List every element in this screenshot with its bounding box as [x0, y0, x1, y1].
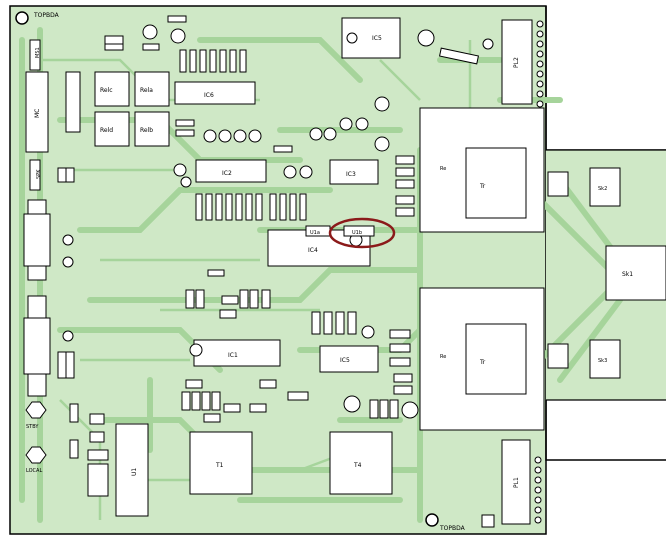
caps-middle [173, 96, 419, 419]
top-label: TOPBDA [33, 12, 60, 19]
pl1-connector [501, 439, 531, 525]
highlight-circle [328, 217, 396, 249]
rel-c-label: Relc [100, 87, 113, 94]
bottom-label: TOPBDA [439, 525, 466, 532]
ms-connector [65, 71, 81, 133]
stby-label: STBY [26, 424, 39, 430]
cap-top-2 [482, 38, 494, 50]
sk2-label: Sk2 [598, 186, 607, 192]
jack-r-post [23, 213, 51, 267]
rel-b-label: Relb [140, 127, 153, 134]
jack-l-post [23, 317, 51, 375]
pl1-pins [534, 456, 542, 524]
resistor-array-top [179, 49, 247, 73]
jack-right-bottom-plug [547, 343, 569, 369]
rel-a-label: Rela [140, 87, 153, 94]
mc-connector [25, 71, 49, 153]
left-small-parts [57, 167, 109, 497]
transformer-top-core [465, 147, 527, 219]
ic6 [174, 81, 256, 105]
transformer-bottom-core [465, 323, 527, 395]
ic3 [329, 159, 379, 185]
re-top-label: Re [440, 166, 446, 172]
pl1-label: PL1 [513, 477, 520, 488]
pad-2 [62, 256, 74, 268]
mc-label: MC [34, 109, 41, 118]
spkr-component [29, 159, 41, 191]
rel-d-label: Reld [100, 127, 113, 134]
pad-3 [62, 330, 74, 342]
jack-right-top [589, 167, 621, 207]
u1b-label: U1b [352, 230, 362, 236]
ic3-label: IC3 [346, 171, 356, 178]
pl2-pins [536, 20, 544, 108]
jack-right-top-plug [547, 171, 569, 197]
u1-ic [115, 423, 149, 517]
stby-led [25, 401, 47, 419]
resistor-array-middle [195, 193, 307, 221]
board-right-extension-outline [546, 149, 666, 401]
small-parts-top [104, 15, 187, 51]
t1-label: T1 [215, 462, 224, 469]
ic1-label: IC1 [228, 352, 238, 359]
sk3-label: Sk3 [598, 358, 607, 364]
small-resistors-middle [175, 119, 415, 423]
bottom-pad [481, 514, 495, 528]
u1b-component [343, 225, 375, 237]
sk1-label: Sk1 [622, 271, 633, 278]
ms1-label: MS1 [35, 47, 41, 58]
pad-1 [62, 234, 74, 246]
mounting-hole-bottom [425, 513, 439, 527]
diode-top [438, 47, 480, 65]
pl2-connector [501, 19, 533, 105]
cap-top-1 [417, 29, 435, 47]
t4-label: T4 [353, 462, 362, 469]
tr-top-label: Tr [479, 183, 486, 190]
re-bottom-label: Re [440, 354, 446, 360]
spkr-label: SPK [36, 169, 42, 179]
regulator-label: IC5 [372, 35, 382, 42]
t1-transformer [189, 431, 253, 495]
relay-group [94, 71, 170, 147]
heatsink-hole [346, 32, 358, 44]
ic6-label: IC6 [204, 92, 214, 99]
ic4-label: IC4 [308, 247, 318, 254]
local-label: LOCAL [26, 468, 42, 474]
jack-right-bottom [589, 339, 621, 379]
t4-transformer [329, 431, 393, 495]
local-led [25, 446, 47, 464]
ic1 [193, 339, 281, 367]
mounting-hole-top-left [15, 11, 29, 25]
tr-bottom-label: Tr [479, 359, 486, 366]
ic2-label: IC2 [222, 170, 232, 177]
pl2-label: PL2 [513, 57, 520, 68]
u1-label: U1 [131, 468, 138, 476]
ic5-label: IC5 [340, 357, 350, 364]
ic2 [195, 159, 267, 183]
ic5 [319, 345, 379, 373]
jack-right-middle [605, 245, 666, 301]
u1a-label: U1a [310, 230, 320, 236]
ms1-component [29, 39, 41, 71]
